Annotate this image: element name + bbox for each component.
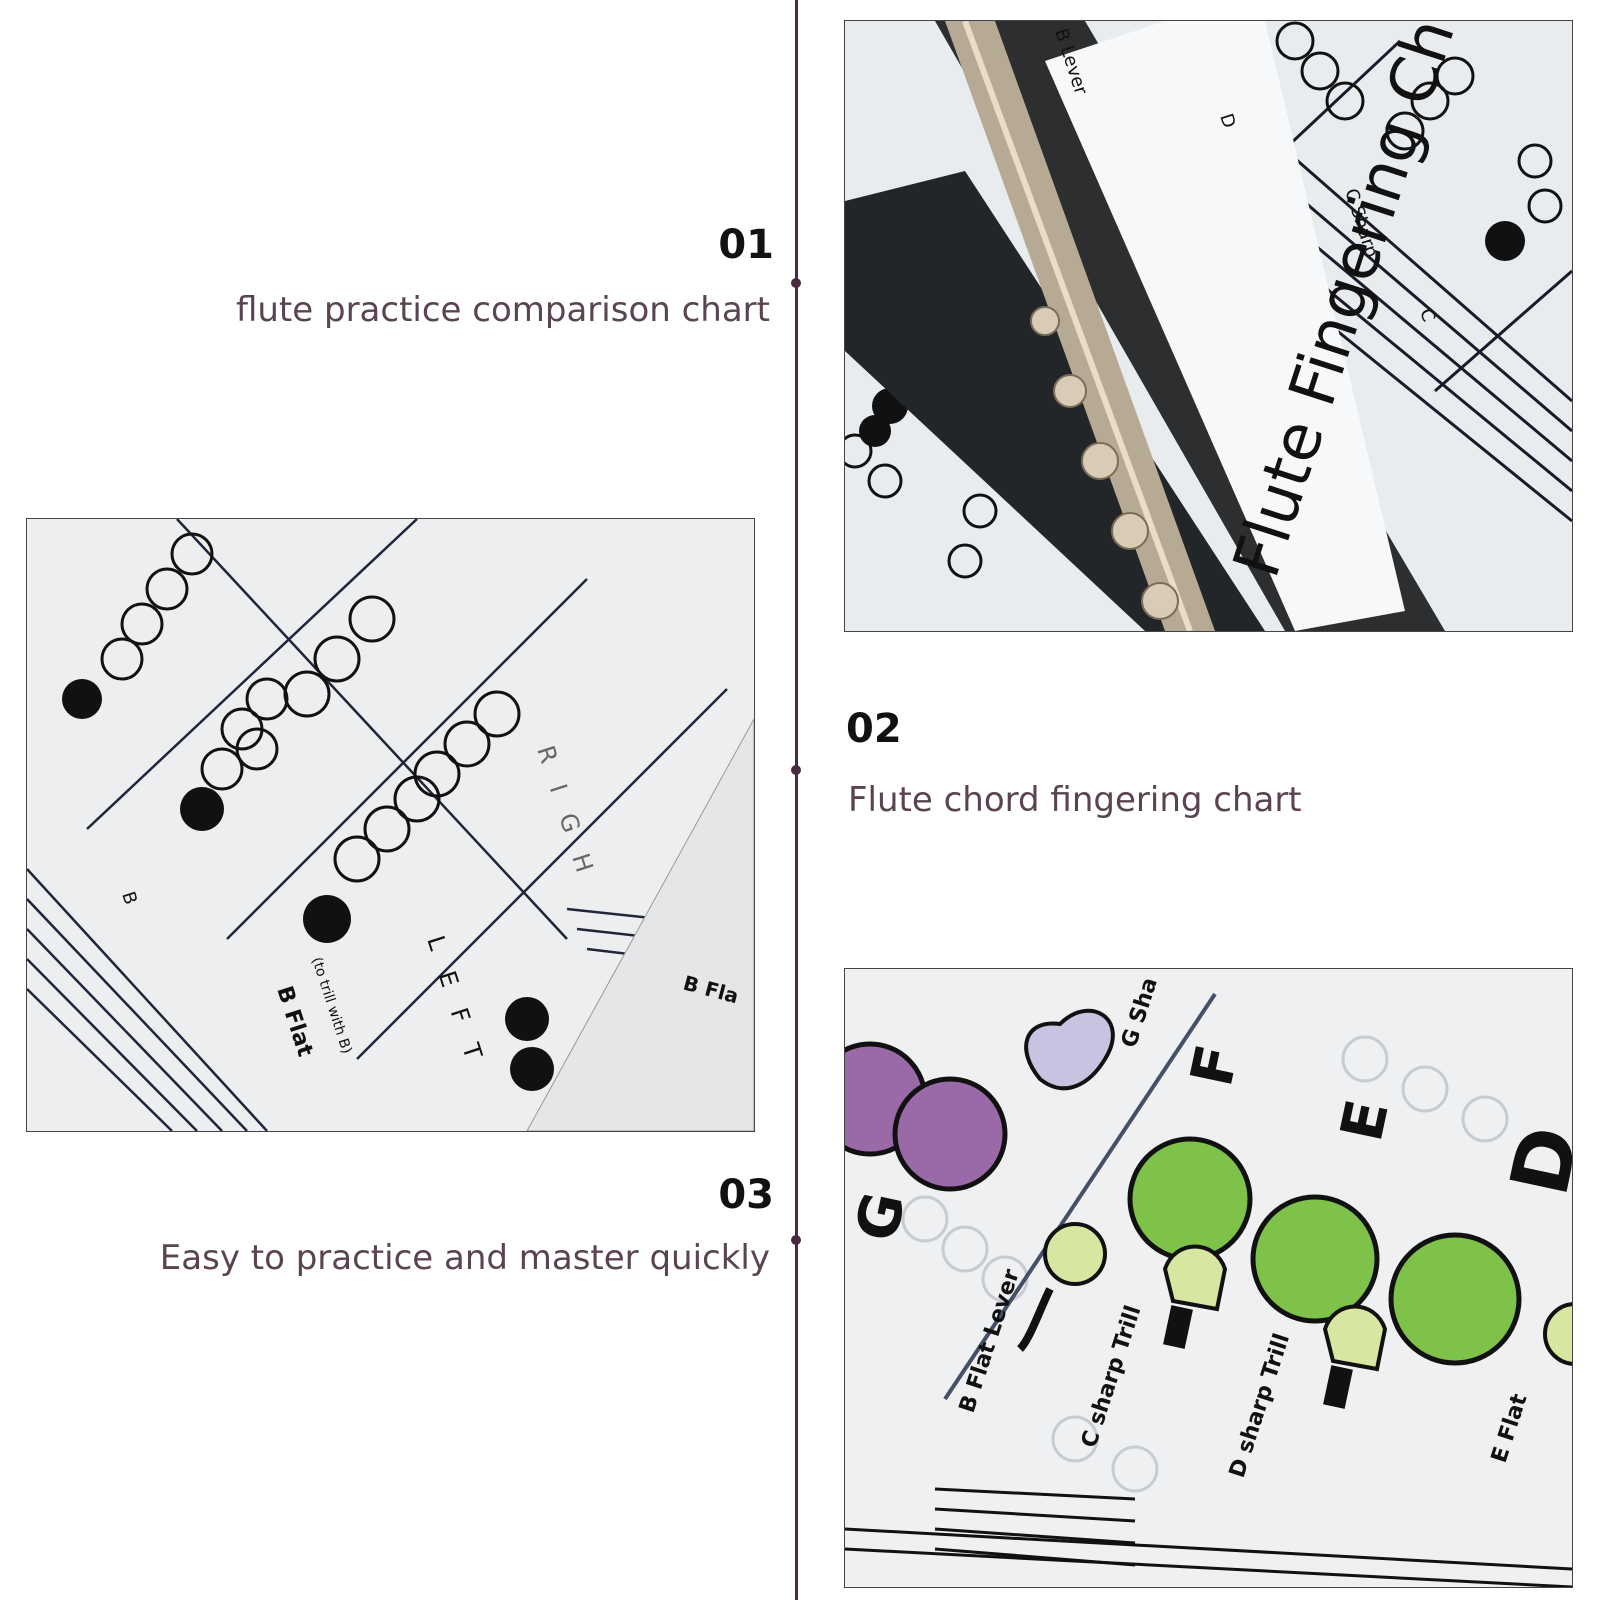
- label-b: B: [117, 889, 141, 907]
- feature-number-2: 02: [846, 706, 902, 752]
- timeline-line: [795, 0, 798, 1600]
- feature-number-3: 03: [718, 1172, 774, 1218]
- timeline-dot-1: [791, 278, 801, 288]
- feature-caption-2: Flute chord fingering chart: [848, 780, 1302, 820]
- photo-fingering-chart-with-flute: Flute Fingering Ch C Sharp C D B Lever: [844, 20, 1573, 632]
- timeline-dot-3: [791, 1235, 801, 1245]
- timeline-dot-2: [791, 765, 801, 775]
- feature-caption-1: flute practice comparison chart: [235, 290, 770, 330]
- label-d: D: [1215, 111, 1239, 131]
- feature-number-1: 01: [718, 222, 774, 268]
- photo-colored-fingering-chart: G F E D B Flat Lever C sharp Trill D sha…: [844, 968, 1573, 1588]
- photo-fingering-diagrams-closeup: B Flat (to trill with B) B L E F T R I G…: [26, 518, 755, 1132]
- label-c: C: [1415, 306, 1439, 324]
- feature-caption-3: Easy to practice and master quickly: [159, 1238, 770, 1278]
